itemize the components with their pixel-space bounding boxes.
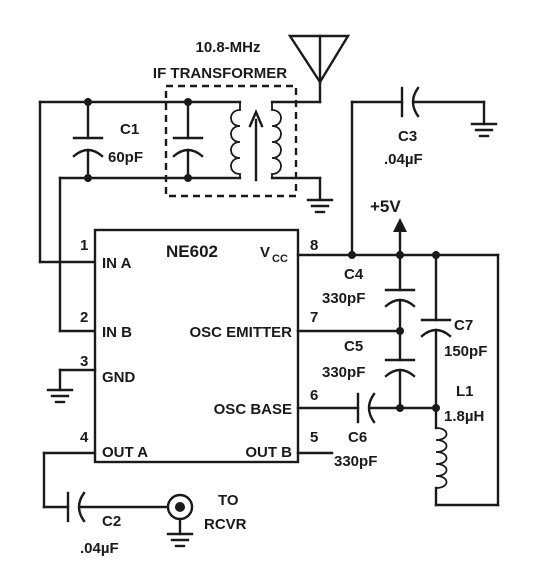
pin3-number: 3	[80, 353, 88, 370]
c6-capacitor	[296, 392, 440, 424]
supply-arrow	[393, 218, 407, 257]
pin7-label: OSC EMITTER	[189, 324, 292, 341]
supply-label: +5V	[370, 197, 401, 216]
c2-name: C2	[102, 513, 121, 530]
c1-value: 60pF	[108, 149, 143, 166]
pin7-number: 7	[310, 309, 318, 326]
ground-symbol-transformer	[306, 198, 334, 214]
antenna-symbol	[287, 34, 351, 104]
output-network	[42, 451, 170, 509]
c3-capacitor	[400, 86, 498, 138]
pin4-label: OUT A	[102, 444, 148, 461]
vcc-subscript: CC	[272, 253, 288, 265]
pin4-number: 4	[80, 429, 89, 446]
c6-name: C6	[348, 429, 367, 446]
pin2-number: 2	[80, 309, 88, 326]
c2-capacitor	[66, 491, 86, 523]
c1-capacitor	[72, 136, 104, 158]
pin5-number: 5	[310, 429, 318, 446]
transformer-label-line1: 10.8-MHz	[195, 39, 260, 56]
c5-capacitor	[384, 329, 416, 410]
c7-value: 150pF	[444, 343, 487, 360]
transformer-label-line2: IF TRANSFORMER	[153, 65, 287, 82]
l1-value: 1.8µH	[444, 408, 484, 425]
c4-name: C4	[344, 266, 364, 283]
pin5-label: OUT B	[245, 444, 292, 461]
vcc-rail	[296, 100, 500, 507]
pin2-label: IN B	[102, 324, 132, 341]
ic-name: NE602	[166, 242, 218, 261]
if-transformer	[164, 84, 322, 202]
c2-value: .04µF	[80, 540, 119, 557]
pin8-number: 8	[310, 237, 318, 254]
pin1-number: 1	[80, 237, 88, 254]
ground-symbol-pin3	[46, 368, 97, 404]
c4-capacitor	[384, 253, 416, 333]
c7-capacitor	[420, 253, 452, 410]
pin1-label: IN A	[102, 255, 132, 272]
output-label-line2: RCVR	[204, 516, 247, 533]
pin6-number: 6	[310, 387, 318, 404]
vcc-label: V	[260, 244, 270, 261]
pin6-label: OSC BASE	[214, 401, 292, 418]
rcvr-connector	[166, 493, 194, 548]
c3-name: C3	[398, 128, 417, 145]
output-label-line1: TO	[218, 492, 239, 509]
c5-name: C5	[344, 338, 363, 355]
c6-value: 330pF	[334, 453, 377, 470]
c7-name: C7	[454, 317, 473, 334]
l1-inductor	[434, 406, 500, 507]
c5-value: 330pF	[322, 364, 365, 381]
c3-value: .04µF	[384, 151, 423, 168]
c4-value: 330pF	[322, 290, 365, 307]
l1-name: L1	[456, 383, 474, 400]
pin3-label: GND	[102, 369, 136, 386]
c1-name: C1	[120, 121, 139, 138]
ne602-ic	[93, 228, 300, 464]
